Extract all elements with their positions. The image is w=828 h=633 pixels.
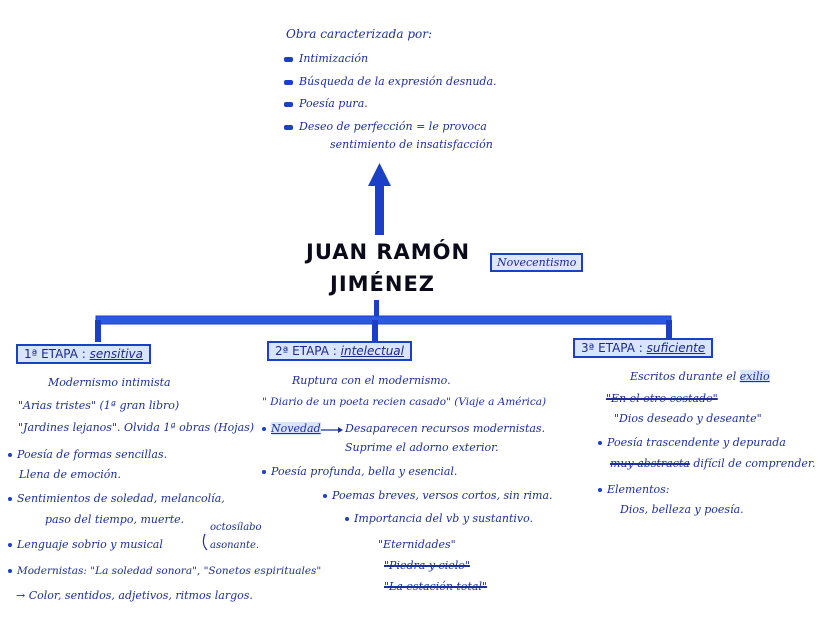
stage2-bullet: Poemas breves, versos cortos, sin rima. [323, 489, 553, 502]
stage2-heading: Ruptura con el modernismo. [292, 374, 451, 387]
stage1-bullet: Modernistas: "La soledad sonora", "Sonet… [8, 565, 321, 577]
stage2-line: Suprime el adorno exterior. [345, 441, 499, 454]
stage1-line: Llena de emoción. [19, 468, 121, 481]
top-item: Intimización [284, 52, 368, 65]
stage3-bullet: Poesía trascendente y depurada [598, 436, 786, 449]
top-intro: Obra caracterizada por: [286, 27, 433, 41]
branch-bar [95, 315, 672, 325]
stem [374, 300, 379, 320]
stage3-line: "Dios deseado y deseante" [614, 412, 762, 425]
stage2-bullet: Importancia del vb y sustantivo. [345, 512, 533, 525]
bullet-icon [598, 441, 602, 445]
stage1-bullet: Lenguaje sobrio y musical [8, 538, 163, 551]
stage2-bullet: Poesía profunda, bella y esencial. [262, 465, 457, 478]
arrow-shaft [375, 180, 384, 235]
movement-tag: Novecentismo [490, 253, 584, 272]
stage2-quote: "Piedra y cielo" [384, 559, 470, 572]
stage3-label: 3ª ETAPA : suficiente [573, 338, 714, 358]
stage1-option: asonante. [210, 540, 260, 551]
bullet-icon [8, 569, 12, 573]
stage3-heading: Escritos durante el exilio [630, 370, 770, 383]
stage2-label: 2ª ETAPA : intelectual [267, 341, 412, 361]
stage2-quote: "Eternidades" [378, 538, 456, 551]
stage1-heading: Modernismo intimista [48, 376, 171, 389]
stage2-line: " Diario de un poeta recien casado" (Via… [262, 396, 547, 408]
bullet-icon [8, 543, 12, 547]
bullet-icon [598, 488, 602, 492]
top-item: Deseo de perfección = le provoca [284, 120, 487, 133]
bullet-icon [284, 124, 293, 130]
top-item: Búsqueda de la expresión desnuda. [284, 75, 497, 88]
stage1-bullet: Sentimientos de soledad, melancolía, [8, 492, 225, 505]
bullet-icon [345, 517, 349, 521]
stage2-line: Desaparecen recursos modernistas. [345, 422, 546, 435]
stage3-bullet: Elementos: [598, 483, 669, 496]
drop-left [95, 320, 101, 342]
stage3-line: muy abstracta difícil de comprender. [610, 457, 816, 470]
stage3-line: "En el otro costado" [606, 392, 718, 405]
stage1-label: 1ª ETAPA : sensitiva [16, 344, 151, 364]
bullet-icon [8, 497, 12, 501]
author-name-line1: JUAN RAMÓN [306, 240, 471, 264]
drop-right [666, 320, 672, 338]
arrow-head [368, 163, 391, 186]
stage2-novedad: Novedad [262, 422, 321, 435]
bullet-icon [262, 427, 266, 431]
author-name-line2: JIMÉNEZ [330, 272, 436, 296]
stage1-line: paso del tiempo, muerte. [45, 513, 185, 526]
stage1-option: octosílabo [210, 522, 262, 533]
stage3-line: Dios, belleza y poesía. [620, 503, 744, 516]
bullet-icon [284, 79, 293, 85]
stage1-bracket [202, 533, 208, 551]
bullet-icon [323, 494, 327, 498]
stage2-quote: "La estación total" [384, 580, 488, 593]
top-item-cont: sentimiento de insatisfacción [330, 138, 493, 151]
bullet-icon [262, 470, 266, 474]
stage1-line: "Jardines lejanos". Olvida 1ª obras (Hoj… [18, 421, 255, 434]
drop-mid [372, 320, 378, 342]
top-item: Poesía pura. [284, 97, 368, 110]
stage1-line: → Color, sentidos, adjetivos, ritmos lar… [16, 589, 253, 602]
bullet-icon [8, 453, 12, 457]
stage1-line: "Arias tristes" (1ª gran libro) [18, 399, 180, 412]
stage1-bullet: Poesía de formas sencillas. [8, 448, 167, 461]
bullet-icon [284, 101, 293, 107]
bullet-icon [284, 56, 293, 62]
